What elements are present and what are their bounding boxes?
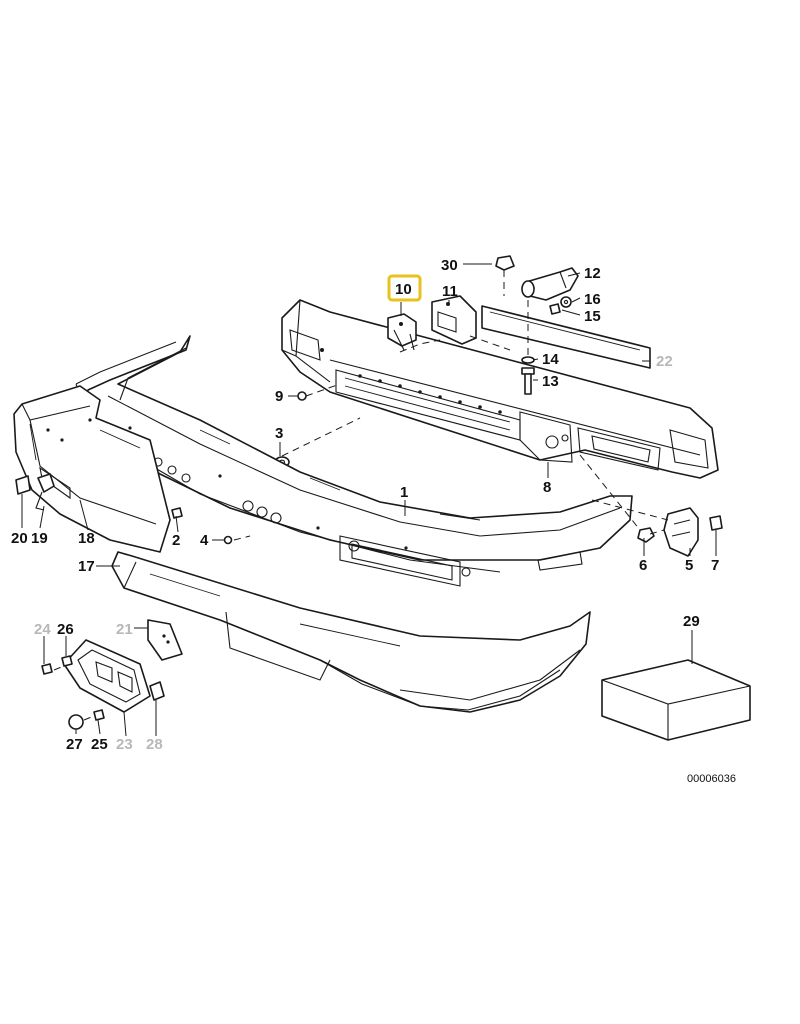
label-part-29[interactable]: 29 bbox=[683, 613, 700, 630]
clip-part-28[interactable] bbox=[149, 681, 165, 701]
label-part-21[interactable]: 21 bbox=[116, 621, 133, 638]
label-part-15[interactable]: 15 bbox=[584, 308, 601, 325]
label-part-9[interactable]: 9 bbox=[275, 388, 283, 405]
label-part-8[interactable]: 8 bbox=[543, 479, 551, 496]
label-part-12[interactable]: 12 bbox=[584, 265, 601, 282]
clip-part-9[interactable] bbox=[297, 391, 307, 401]
lower-spoiler-part-17[interactable] bbox=[111, 551, 591, 713]
side-bracket-part-5[interactable] bbox=[663, 507, 699, 557]
screw-part-24[interactable] bbox=[41, 663, 53, 675]
label-part-30[interactable]: 30 bbox=[441, 257, 458, 274]
label-part-25[interactable]: 25 bbox=[91, 736, 108, 753]
bracket-strip-part-22[interactable] bbox=[481, 305, 651, 369]
label-part-10[interactable]: 10 bbox=[395, 281, 412, 298]
label-part-14[interactable]: 14 bbox=[542, 351, 559, 368]
label-part-13[interactable]: 13 bbox=[542, 373, 559, 390]
reflector-part-19[interactable] bbox=[35, 473, 55, 511]
label-part-16[interactable]: 16 bbox=[584, 291, 601, 308]
nut-part-6[interactable] bbox=[637, 527, 655, 543]
label-part-20[interactable]: 20 bbox=[11, 530, 28, 547]
label-part-4[interactable]: 4 bbox=[200, 532, 209, 549]
label-part-23[interactable]: 23 bbox=[116, 736, 133, 753]
impact-absorber-part-12[interactable] bbox=[521, 267, 579, 301]
nut-part-4[interactable] bbox=[223, 535, 233, 545]
part-labels: 30 12 10 11 16 15 22 14 13 9 3 1 8 20 19… bbox=[11, 257, 719, 753]
label-part-24[interactable]: 24 bbox=[34, 621, 51, 638]
label-part-19[interactable]: 19 bbox=[31, 530, 48, 547]
screw-part-25[interactable] bbox=[93, 709, 105, 721]
assembly-lines bbox=[53, 270, 669, 721]
bolt-part-13[interactable] bbox=[521, 367, 535, 395]
label-part-6[interactable]: 6 bbox=[639, 557, 647, 574]
bolt-part-15[interactable] bbox=[549, 303, 561, 315]
label-part-7[interactable]: 7 bbox=[711, 557, 719, 574]
screw-part-2[interactable] bbox=[171, 507, 183, 519]
label-part-28[interactable]: 28 bbox=[146, 736, 163, 753]
washer-part-16[interactable] bbox=[560, 296, 572, 308]
label-part-18[interactable]: 18 bbox=[78, 530, 95, 547]
diagram-reference-code: 00006036 bbox=[687, 773, 736, 785]
cover-part-20[interactable] bbox=[15, 475, 31, 495]
label-part-1[interactable]: 1 bbox=[400, 484, 408, 501]
label-part-27[interactable]: 27 bbox=[66, 736, 83, 753]
screw-part-26[interactable] bbox=[61, 655, 73, 667]
cap-part-27[interactable] bbox=[68, 714, 84, 730]
label-part-5[interactable]: 5 bbox=[685, 557, 693, 574]
holder-part-10[interactable] bbox=[387, 313, 417, 351]
plate-holder-part-21[interactable] bbox=[147, 619, 183, 661]
mounting-bracket-part-11[interactable] bbox=[431, 295, 477, 345]
label-part-3[interactable]: 3 bbox=[275, 425, 283, 442]
washer-part-14[interactable] bbox=[521, 356, 535, 364]
leader-lines bbox=[21, 263, 717, 737]
label-part-26[interactable]: 26 bbox=[57, 621, 74, 638]
highlight-box-part-10 bbox=[387, 274, 422, 302]
label-part-11[interactable]: 11 bbox=[442, 283, 458, 300]
nut-part-30[interactable] bbox=[495, 255, 515, 271]
bumper-side-trim-part-18[interactable] bbox=[13, 385, 171, 553]
repair-kit-part-29[interactable] bbox=[601, 659, 751, 741]
label-part-22[interactable]: 22 bbox=[656, 353, 673, 370]
clip-part-7[interactable] bbox=[709, 515, 723, 531]
label-part-17[interactable]: 17 bbox=[78, 558, 95, 575]
plate-bracket-part-23[interactable] bbox=[63, 639, 151, 713]
label-part-2[interactable]: 2 bbox=[172, 532, 180, 549]
